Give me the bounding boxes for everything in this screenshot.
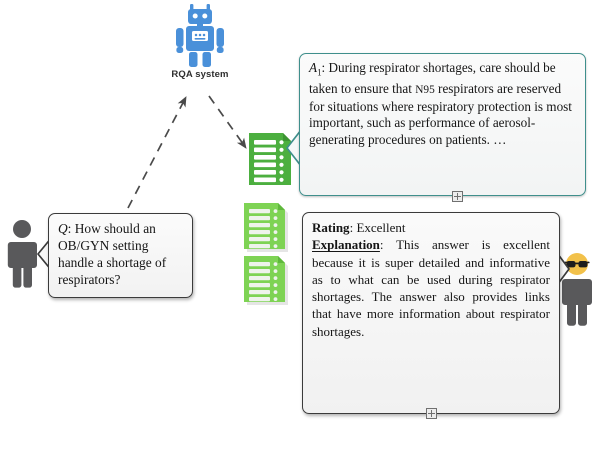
rqa-system: RQA system	[150, 4, 250, 80]
document-list-icon	[249, 133, 291, 185]
document-item[interactable]	[243, 255, 291, 312]
explanation-separator: :	[379, 237, 397, 253]
answer-callout: A1: During respirator shortages, care sh…	[299, 53, 586, 196]
question-separator: :	[67, 221, 75, 236]
rqa-system-label: RQA system	[171, 69, 229, 80]
answer-box-resize-handle[interactable]	[452, 191, 463, 202]
answer-body-part-2: respirators are reserved for situations …	[309, 81, 572, 148]
explanation-label: Explanation	[312, 237, 380, 253]
rating-separator: :	[349, 220, 357, 235]
person-icon	[7, 220, 37, 288]
document-list-icon	[244, 256, 288, 305]
answer-separator: :	[321, 60, 329, 75]
explanation-box-resize-handle[interactable]	[426, 408, 437, 419]
person-with-sunglasses-icon	[562, 253, 592, 326]
explanation-callout: Rating: Excellent Explanation: This answ…	[302, 212, 560, 414]
answer-body-part-1: During respirator shortages, care should…	[309, 60, 556, 97]
answer-text: A1: During respirator shortages, care sh…	[309, 60, 576, 149]
rating-label: Rating	[312, 220, 350, 235]
rating-value: Excellent	[356, 220, 406, 235]
answer-label-subscript: 1	[317, 67, 322, 78]
question-body: How should an OB/GYN setting handle a sh…	[58, 221, 167, 287]
question-text: Q: How should an OB/GYN setting handle a…	[58, 220, 183, 288]
document-item[interactable]	[243, 202, 291, 259]
system-to-documents-arrow	[208, 95, 247, 149]
answer-label-letter: A	[309, 60, 318, 75]
explanation-body: This answer is excellent because it is s…	[312, 237, 550, 339]
robot-icon	[176, 4, 224, 67]
explanation-line: Explanation: This answer is excellent be…	[312, 236, 550, 340]
question-callout: Q: How should an OB/GYN setting handle a…	[48, 213, 193, 298]
document-list-icon	[244, 203, 288, 252]
question-asker-avatar	[2, 218, 42, 293]
question-to-system-arrow	[127, 96, 187, 209]
answer-label: A1	[309, 60, 322, 78]
rating-line: Rating: Excellent	[312, 219, 550, 236]
answer-n95: N95	[415, 84, 435, 97]
answer-rater-avatar	[556, 252, 598, 333]
document-item-selected[interactable]	[247, 131, 293, 192]
question-label: Q	[58, 221, 68, 236]
